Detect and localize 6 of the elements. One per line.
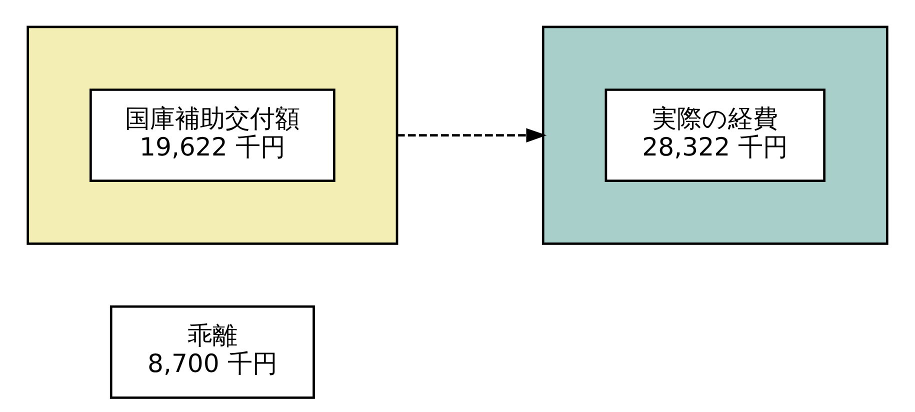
node-box: 乖離 8,700 千円 xyxy=(110,305,315,399)
cluster xyxy=(26,26,398,245)
cluster xyxy=(542,26,888,245)
node-box: 国庫補助交付額 19,622 千円 xyxy=(90,88,336,182)
arrow xyxy=(397,128,547,142)
node-box: 実際の経費 28,322 千円 xyxy=(604,88,826,182)
